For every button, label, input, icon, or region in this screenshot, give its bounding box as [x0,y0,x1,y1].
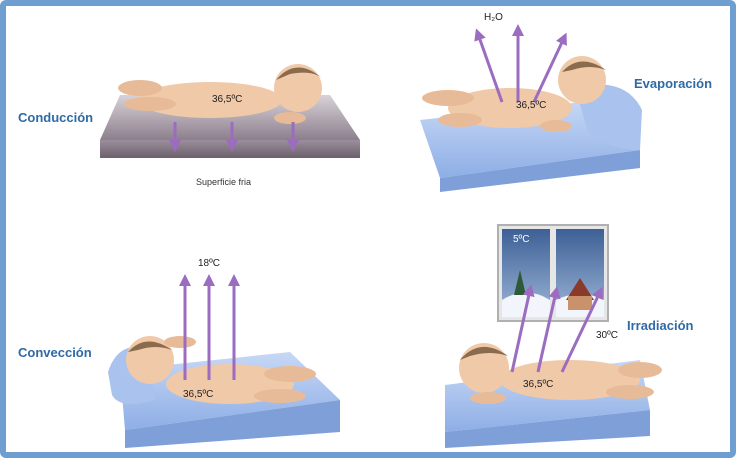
temp-room: 30ºC [596,330,618,341]
evaporation-arrow-3 [534,38,564,102]
temp-irradiacion: 36,5ºC [523,379,553,390]
conduction-scene [100,64,360,158]
baby-radiation [459,343,662,404]
label-conduccion: Conducción [18,110,93,125]
caption-cold-surface: Superficie fria [196,177,251,187]
temp-window: 5ºC [513,234,529,245]
label-conveccion: Convección [18,345,92,360]
label-irradiacion: Irradiación [627,318,693,333]
temp-evaporacion: 36,5ºC [516,100,546,111]
temp-conduccion: 36,5ºC [212,94,242,105]
convection-scene [108,280,340,448]
evaporation-scene [420,30,642,192]
label-h2o: H₂O [484,12,503,23]
radiation-scene [445,225,662,448]
temp-conveccion: 36,5ºC [183,389,213,400]
label-evaporacion: Evaporación [634,76,712,91]
temp-air-convection: 18ºC [198,258,220,269]
